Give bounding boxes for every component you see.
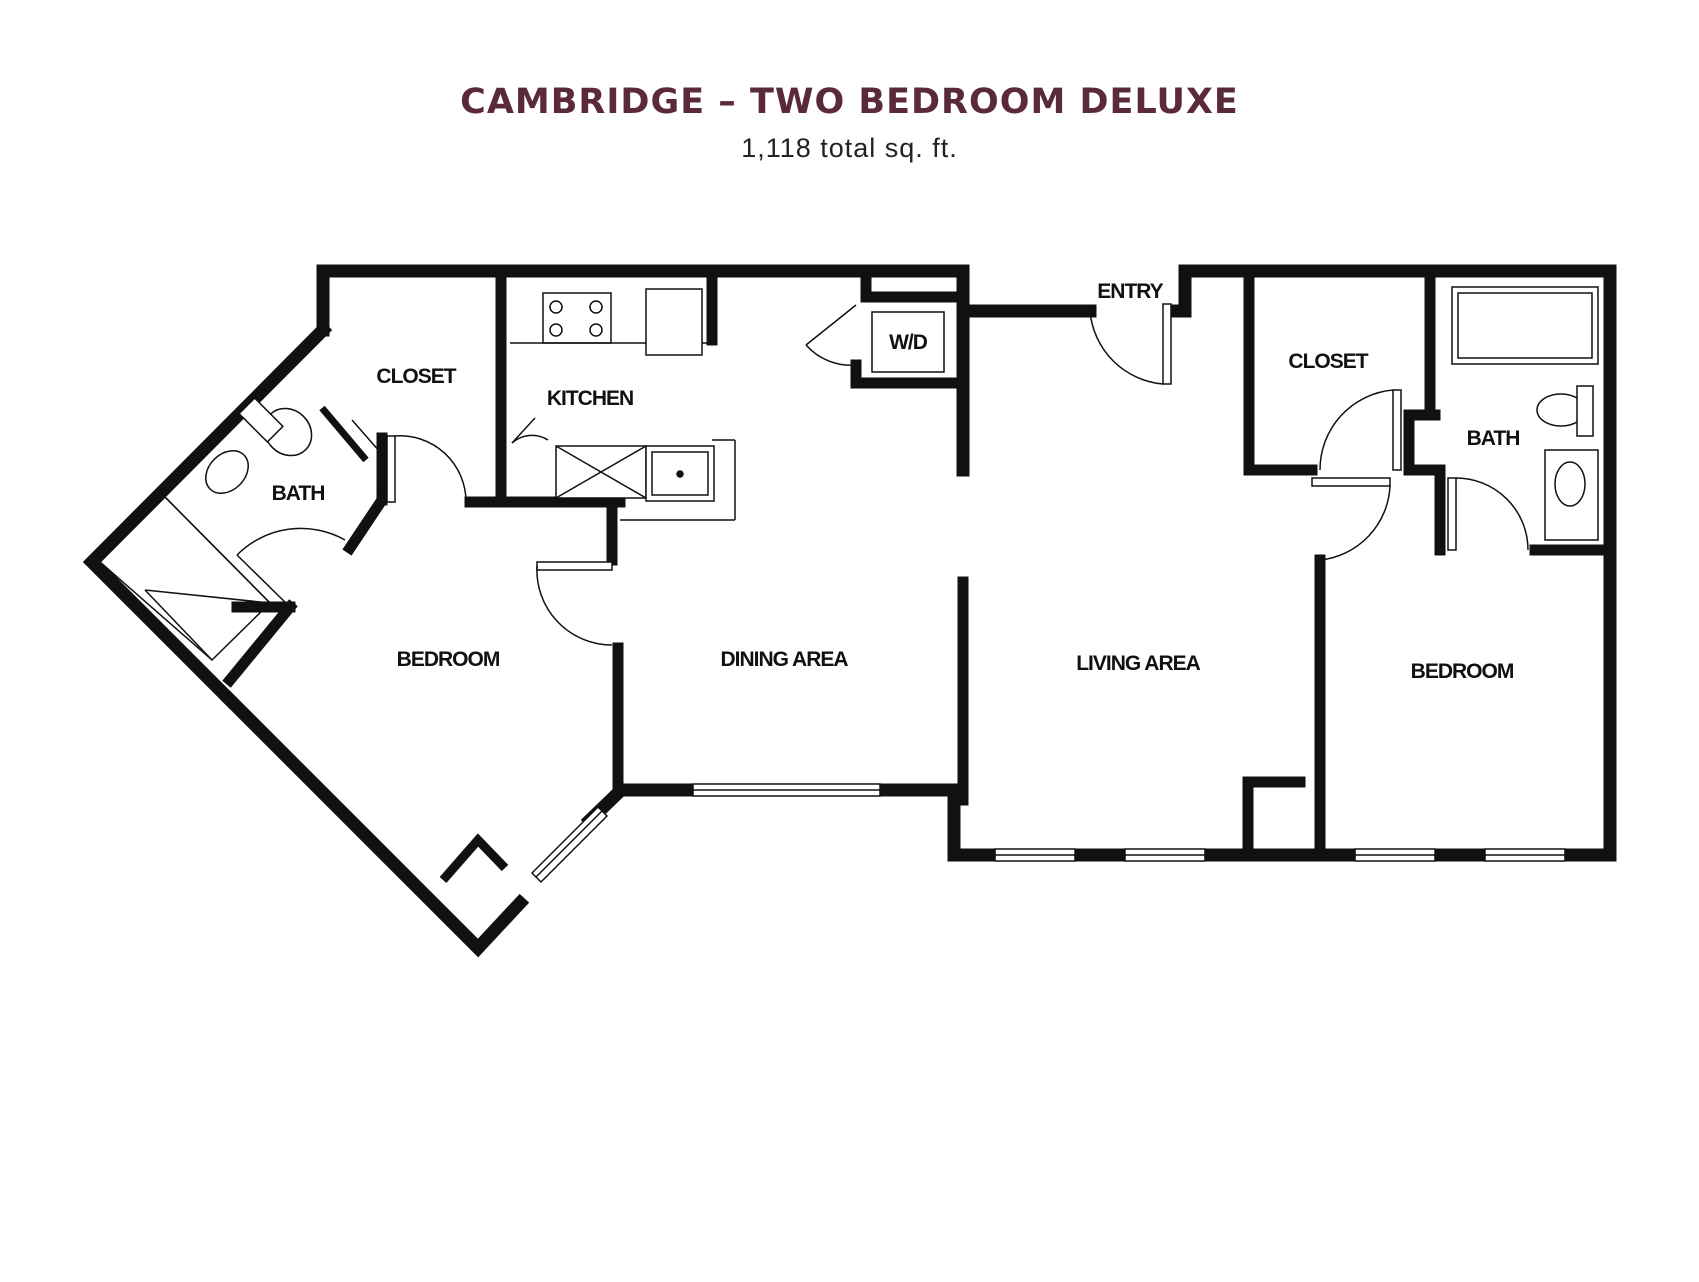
- label-dining-area: DINING AREA: [720, 648, 848, 671]
- label-bath-right: BATH: [1467, 427, 1520, 450]
- label-bedroom-left: BEDROOM: [397, 648, 500, 671]
- doors: [236, 303, 1529, 646]
- page-title: CAMBRIDGE – TWO BEDROOM DELUXE: [460, 82, 1239, 122]
- label-entry: ENTRY: [1097, 280, 1163, 303]
- label-wd: W/D: [889, 331, 928, 354]
- label-closet-left: CLOSET: [376, 365, 456, 388]
- label-closet-right: CLOSET: [1288, 350, 1368, 373]
- label-bedroom-right: BEDROOM: [1411, 660, 1514, 683]
- fixtures: [98, 286, 1599, 883]
- page-subtitle: 1,118 total sq. ft.: [741, 133, 958, 163]
- windows: [530, 783, 1566, 884]
- label-bath-left: BATH: [272, 482, 325, 505]
- label-kitchen: KITCHEN: [547, 387, 633, 410]
- interior-walls: [222, 275, 1606, 856]
- room-labels: CLOSET KITCHEN W/D ENTRY CLOSET BATH BAT…: [272, 280, 1521, 683]
- label-living-area: LIVING AREA: [1076, 652, 1200, 675]
